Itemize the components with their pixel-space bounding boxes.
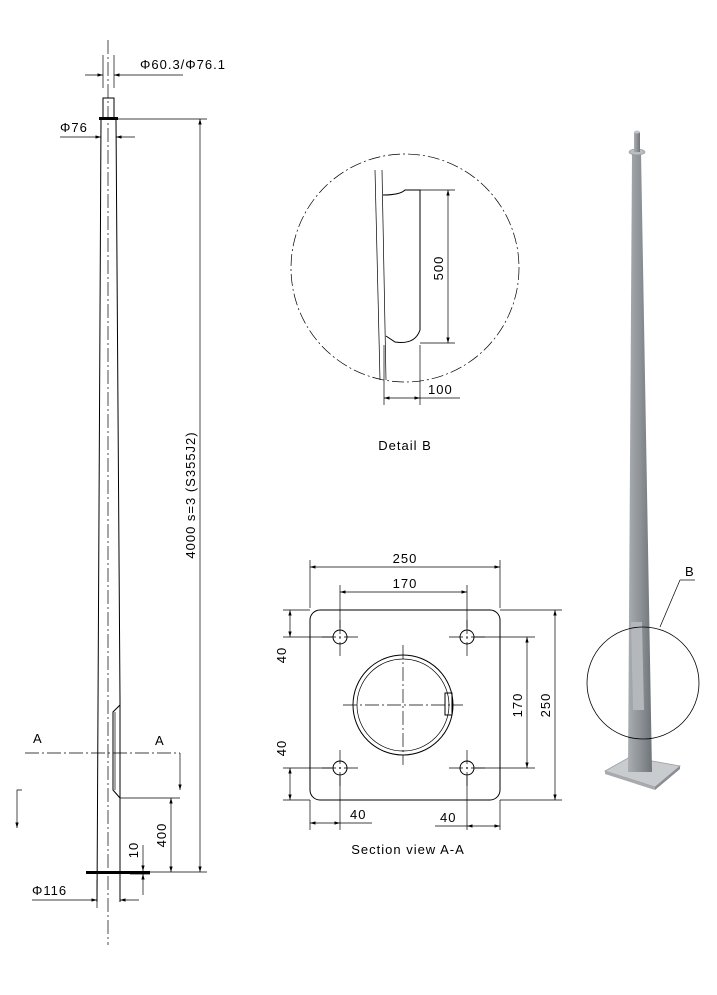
base-plate-section	[309, 609, 501, 801]
pole-3d-render: B	[586, 130, 700, 790]
plate-thickness-label: 10	[126, 842, 141, 858]
render-door	[631, 622, 644, 710]
detail-b-marker	[586, 626, 700, 740]
base-plate	[86, 871, 150, 874]
plate-height-label: 250	[538, 693, 553, 718]
bottom-diameter-label: Φ116	[32, 883, 67, 898]
render-spigot	[634, 132, 640, 152]
edge-top-label: 40	[274, 647, 289, 663]
detail-b-caption: Detail B	[378, 438, 432, 453]
edge-bottom-label: 40	[274, 740, 289, 756]
top-diameter-label: Φ76	[60, 120, 88, 135]
hole-spacing-y-label: 170	[510, 693, 525, 718]
view-arrow	[15, 789, 22, 828]
top-collar	[99, 117, 118, 120]
edge-right-label: 40	[440, 810, 456, 825]
door-height-label: 400	[154, 823, 169, 848]
height-label: 4000 s=3 (S355J2)	[183, 431, 198, 558]
opening-width-label: 100	[428, 382, 453, 397]
section-label-right: A	[155, 733, 165, 748]
pole-shaft	[96, 119, 121, 903]
edge-left-label: 40	[350, 807, 366, 822]
side-view: Φ60.3/Φ76.1 Φ76 4000 s=3 (S355J2) 400 10…	[15, 40, 226, 945]
section-aa: 250 170 40 40 170 250 40 40 Section view…	[274, 551, 562, 857]
plate-width-label: 250	[393, 551, 418, 566]
door-opening-detail	[382, 189, 421, 343]
render-shaft	[628, 152, 652, 772]
door-opening	[112, 704, 121, 799]
opening-height-label: 500	[431, 256, 446, 281]
detail-b-label: B	[685, 564, 695, 579]
detail-b: 500 100 Detail B	[290, 153, 520, 453]
section-caption: Section view A-A	[351, 842, 465, 857]
spigot	[102, 97, 115, 118]
hole-spacing-x-label: 170	[393, 576, 418, 591]
spigot-diameter-label: Φ60.3/Φ76.1	[140, 57, 226, 72]
section-label-left: A	[33, 731, 43, 746]
